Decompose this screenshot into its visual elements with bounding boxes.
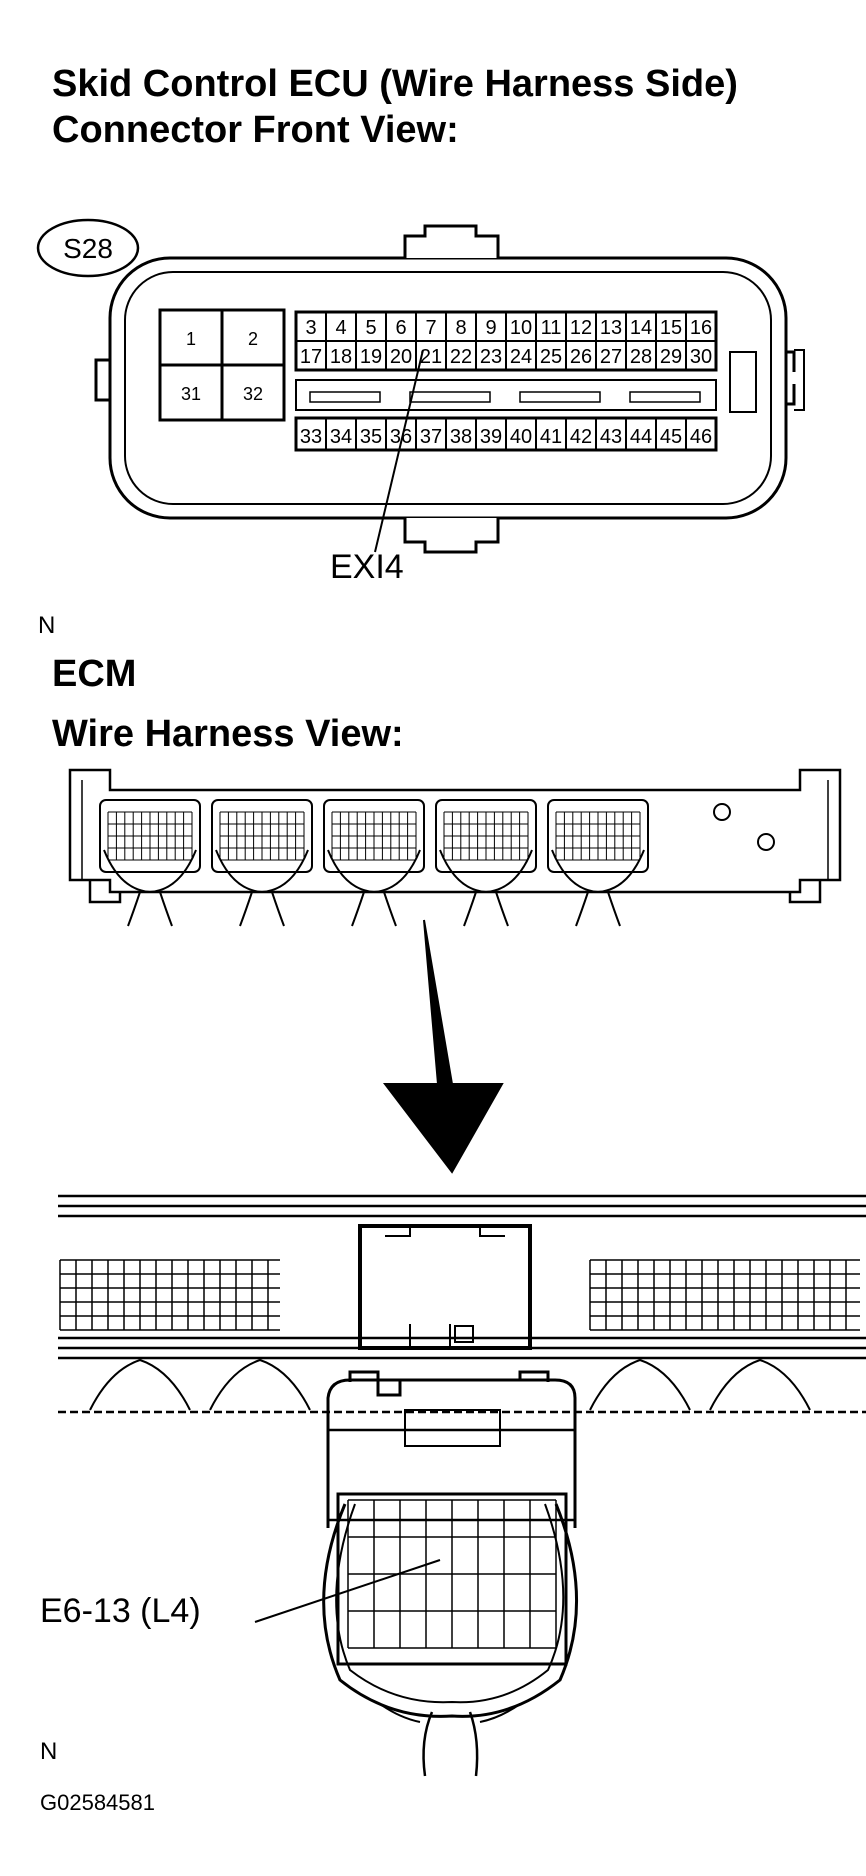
harness-loop: [215, 849, 309, 894]
harness-wire: [239, 891, 285, 927]
pin-label: 6: [395, 317, 406, 339]
pin-label: 29: [660, 346, 682, 368]
pin-label: 35: [360, 426, 382, 448]
zoom-arrow: [382, 919, 504, 1174]
ecm-title: ECM: [52, 653, 137, 695]
pin-label: 26: [570, 346, 592, 368]
harness-wire: [127, 891, 173, 927]
ecm-connector-socket: [435, 799, 537, 873]
e6-13-callout-label: E6-13 (L4): [40, 1592, 201, 1630]
pin-label: 46: [690, 426, 712, 448]
pin-label: 4: [335, 317, 346, 339]
skid-ecu-connector: [36, 218, 805, 554]
pin-label: 19: [360, 346, 382, 368]
pin-label: 30: [690, 346, 712, 368]
pin-label: 45: [660, 426, 682, 448]
pin-label: 10: [510, 317, 532, 339]
exi4-callout-label: EXI4: [330, 548, 404, 586]
harness-loop: [327, 849, 421, 894]
pin-row-3: 33 34 35 36 37 38 39 40 41 42 43 44 45 46: [295, 417, 717, 451]
harness-wire-bundle: [209, 1358, 311, 1411]
pin-label: 33: [300, 426, 322, 448]
pin-label: 31: [181, 384, 201, 404]
pin-label: 42: [570, 426, 592, 448]
pin-label: 28: [630, 346, 652, 368]
orientation-mark-lower: N: [40, 1738, 58, 1765]
e6-connector-illustration: [254, 1370, 578, 1777]
orientation-mark-upper: N: [38, 612, 56, 639]
skid-ecu-title-line2: Connector Front View:: [52, 109, 459, 151]
ecm-connector-grid: [219, 811, 305, 861]
ecm-connector-grid: [443, 811, 529, 861]
ecm-enlarged-view: [58, 1194, 866, 1414]
pin-label: 9: [485, 317, 496, 339]
pin-label: 24: [510, 346, 532, 368]
figure-id: G02584581: [40, 1790, 155, 1815]
pin-label: 40: [510, 426, 532, 448]
pin-label: 14: [630, 317, 652, 339]
pin-label: 2: [248, 329, 258, 349]
pin-label: 13: [600, 317, 622, 339]
pin-label: 37: [420, 426, 442, 448]
ecm-connector-socket: [99, 799, 201, 873]
harness-wire: [351, 891, 397, 927]
pin-row-2: 17 18 19 20 21 22 23 24 25 26 27 28 29 30: [295, 340, 717, 371]
pin-label: 3: [305, 317, 316, 339]
pin-label: 16: [690, 317, 712, 339]
pin-label: 34: [330, 426, 352, 448]
pin-label: 12: [570, 317, 592, 339]
harness-loop: [439, 849, 533, 894]
pin-label: 22: [450, 346, 472, 368]
ecm-view-title: Wire Harness View:: [52, 713, 404, 755]
pin-label: 32: [243, 384, 263, 404]
pin-label: 20: [390, 346, 412, 368]
pin-label: 11: [541, 317, 562, 339]
pin-label: 44: [630, 426, 652, 448]
harness-wire: [575, 891, 621, 927]
pin-cell: [685, 417, 717, 451]
pin-label: 39: [480, 426, 502, 448]
enlarged-connector-grid: [59, 1259, 280, 1331]
pin-label: 21: [420, 346, 442, 368]
pin-label: 36: [390, 426, 412, 448]
ecm-connector-socket: [211, 799, 313, 873]
enlarged-connector-grid: [589, 1259, 860, 1331]
ecm-unit-illustration: [68, 768, 842, 927]
pin-cell: [685, 340, 717, 371]
pin-label: 17: [300, 346, 322, 368]
large-pin-labels: 1 2 31 32: [181, 329, 263, 404]
pin-label: 18: [330, 346, 352, 368]
ecm-connector-socket: [323, 799, 425, 873]
pin-label: 23: [480, 346, 502, 368]
harness-wire-bundle: [89, 1358, 191, 1411]
ecm-connector-grid: [107, 811, 193, 861]
ecm-connector-grid: [555, 811, 641, 861]
ecm-connector-grid: [331, 811, 417, 861]
pin-label: 8: [455, 317, 466, 339]
harness-loop: [103, 849, 197, 894]
harness-wire-bundle: [709, 1358, 811, 1411]
harness-wire: [463, 891, 509, 927]
connector-code-badge: [36, 218, 140, 278]
pin-label: 41: [540, 426, 562, 448]
harness-wire-bundle: [589, 1358, 691, 1411]
pin-label: 7: [425, 317, 436, 339]
connector-code-text: S28: [63, 233, 113, 264]
pin-label: 15: [660, 317, 682, 339]
pin-label: 1: [186, 329, 196, 349]
harness-loop: [551, 849, 645, 894]
pin-label: 25: [540, 346, 562, 368]
pin-label: 43: [600, 426, 622, 448]
pin-label: 5: [365, 317, 376, 339]
pin-label: 38: [450, 426, 472, 448]
pin-label: 27: [600, 346, 622, 368]
ecm-connector-socket: [547, 799, 649, 873]
skid-ecu-title-line1: Skid Control ECU (Wire Harness Side): [52, 63, 738, 105]
